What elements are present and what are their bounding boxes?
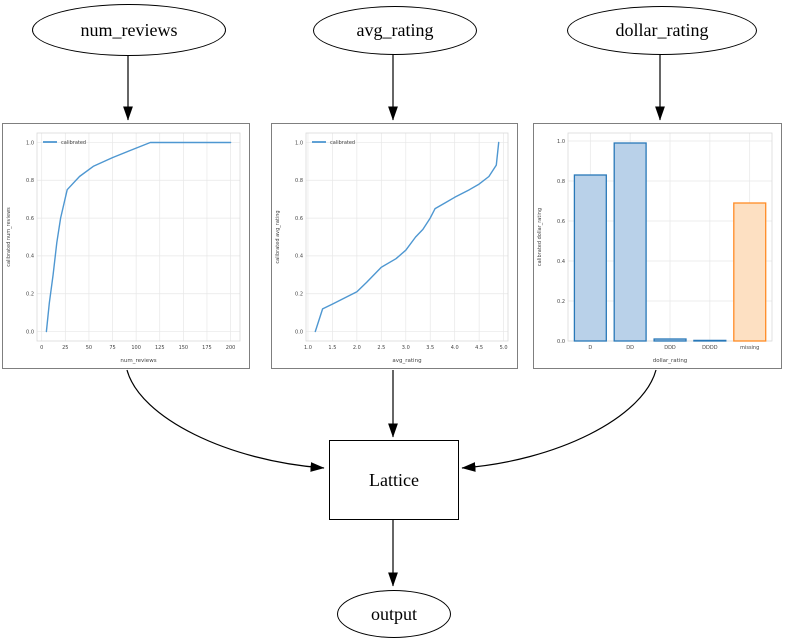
svg-text:125: 125 (155, 345, 165, 351)
x-axis-label: avg_rating (392, 358, 421, 364)
node-avg-rating-label: avg_rating (356, 20, 434, 40)
svg-text:missing: missing (740, 345, 759, 351)
svg-text:DD: DD (626, 345, 634, 351)
svg-text:0.6: 0.6 (26, 216, 34, 222)
svg-text:0.4: 0.4 (295, 254, 303, 260)
svg-text:0.6: 0.6 (557, 219, 565, 225)
svg-text:50: 50 (86, 345, 92, 351)
legend: calibrated (312, 140, 355, 146)
node-num-reviews-label: num_reviews (80, 19, 178, 40)
svg-text:0.8: 0.8 (26, 178, 34, 184)
tick-labels: 0.0 0.2 0.4 0.6 0.8 1.0 0 25 50 75 100 125 150 175 200 (26, 140, 235, 351)
svg-text:100: 100 (131, 345, 141, 351)
svg-text:0.0: 0.0 (295, 329, 303, 335)
legend-label: calibrated (61, 140, 86, 146)
svg-text:0: 0 (40, 345, 43, 351)
svg-text:200: 200 (226, 345, 236, 351)
svg-text:3.5: 3.5 (426, 345, 434, 351)
svg-text:2.0: 2.0 (353, 345, 361, 351)
num-reviews-calibration-plot: calibrated 0.0 0.2 0.4 0.6 0.8 1.0 0 25 50 75 100 12… (6, 132, 241, 364)
svg-text:1.0: 1.0 (304, 345, 312, 351)
svg-text:0.0: 0.0 (26, 329, 34, 335)
chart-num-reviews-calibration: calibrated 0.0 0.2 0.4 0.6 0.8 1.0 0 25 50 75 100 12… (2, 123, 250, 369)
svg-text:75: 75 (109, 345, 115, 351)
bar-missing (733, 202, 767, 342)
x-axis-label: dollar_rating (653, 358, 688, 364)
grid (306, 133, 508, 341)
svg-text:0.2: 0.2 (557, 299, 565, 305)
svg-text:1.5: 1.5 (328, 345, 336, 351)
svg-text:4.5: 4.5 (475, 345, 483, 351)
y-axis-label: calibrated num_reviews (6, 207, 12, 267)
tick-labels: 0.0 0.2 0.4 0.6 0.8 1.0 1.0 1.5 2.0 2.5 3.0 3.5 4.0 4… (295, 140, 508, 351)
node-avg-rating: avg_rating (313, 6, 477, 55)
x-axis-label: num_reviews (120, 358, 156, 364)
svg-text:2.5: 2.5 (377, 345, 385, 351)
svg-text:0.2: 0.2 (295, 292, 303, 298)
svg-text:D: D (588, 345, 592, 351)
node-output-label: output (370, 603, 417, 624)
svg-text:4.0: 4.0 (451, 345, 459, 351)
bar-DDDD (693, 339, 727, 342)
legend-label: calibrated (330, 140, 355, 146)
bar-D (573, 174, 607, 342)
svg-text:0.4: 0.4 (557, 259, 565, 265)
series-line (45, 141, 232, 333)
svg-text:DDD: DDD (664, 345, 676, 351)
edge-calibrator1-to-lattice (126, 369, 325, 472)
y-axis-label: calibrated avg_rating (275, 210, 281, 263)
node-lattice-label: Lattice (369, 469, 419, 490)
series-line (314, 141, 500, 333)
svg-text:0.0: 0.0 (557, 339, 565, 345)
svg-text:5.0: 5.0 (500, 345, 508, 351)
node-output: output (337, 590, 451, 638)
y-axis-label: calibrated dollar_rating (537, 208, 543, 266)
svg-text:175: 175 (202, 345, 212, 351)
node-num-reviews: num_reviews (32, 4, 226, 56)
plot-area (36, 132, 241, 342)
svg-text:0.4: 0.4 (26, 254, 34, 260)
edge-calibrator3-to-lattice (461, 369, 657, 472)
svg-text:1.0: 1.0 (557, 139, 565, 145)
svg-text:DDDD: DDDD (702, 345, 718, 351)
svg-text:25: 25 (62, 345, 68, 351)
node-dollar-rating-label: dollar_rating (615, 20, 709, 40)
node-dollar-rating: dollar_rating (567, 6, 757, 55)
svg-text:0.8: 0.8 (557, 179, 565, 185)
chart-avg-rating-calibration: calibrated 0.0 0.2 0.4 0.6 0.8 1.0 1.0 1.5 2.0 2.5… (271, 123, 518, 369)
bar-DDD (653, 338, 687, 342)
svg-text:1.0: 1.0 (26, 140, 34, 146)
bar-DD (613, 142, 647, 342)
svg-text:0.6: 0.6 (295, 216, 303, 222)
svg-text:0.8: 0.8 (295, 178, 303, 184)
svg-text:150: 150 (179, 345, 189, 351)
node-lattice: Lattice (329, 440, 459, 520)
avg-rating-calibration-plot: calibrated 0.0 0.2 0.4 0.6 0.8 1.0 1.0 1.5 2.0 2.5… (275, 132, 509, 364)
plot-area (305, 132, 509, 342)
grid (37, 133, 240, 341)
svg-text:0.2: 0.2 (26, 292, 34, 298)
legend: calibrated (43, 140, 86, 146)
svg-text:3.0: 3.0 (402, 345, 410, 351)
svg-text:1.0: 1.0 (295, 140, 303, 146)
